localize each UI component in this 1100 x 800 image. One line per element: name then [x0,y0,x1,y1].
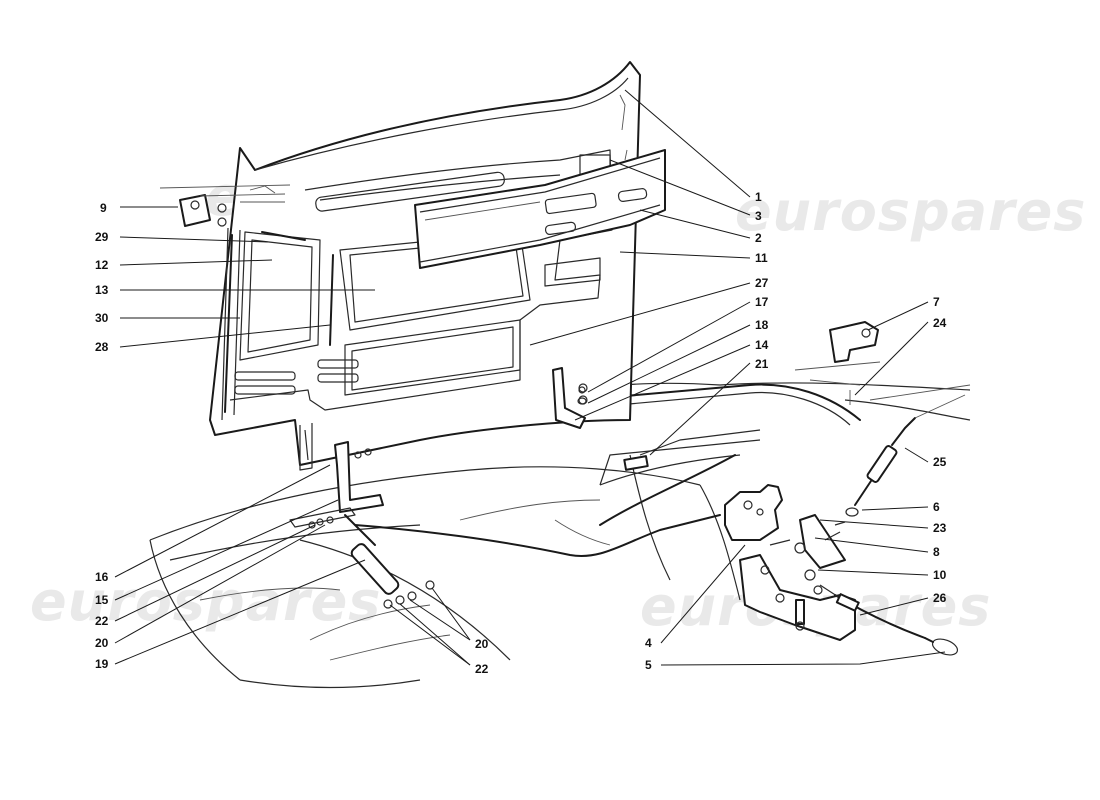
nut-17 [578,386,586,394]
label-6: 6 [933,500,940,514]
hood-cable [354,514,721,557]
label-11: 11 [755,251,768,265]
label-19: 19 [95,657,109,671]
label-22b: 22 [475,662,489,676]
label-23: 23 [933,521,947,535]
label-20b: 20 [475,637,489,651]
seal-strip-30 [224,234,233,413]
label-30: 30 [95,311,109,325]
label-24: 24 [933,316,947,330]
hinge-left [289,441,384,528]
striker-plate-21 [623,455,649,471]
label-27: 27 [755,276,769,290]
label-10: 10 [933,568,947,582]
release-cable-25 [845,394,966,517]
watermark-bottom-left: eurospares [30,570,381,633]
label-12: 12 [95,258,109,272]
label-26: 26 [933,591,947,605]
label-3: 3 [755,209,762,223]
seal-strip-28 [329,254,334,346]
leader-lines [114,89,946,666]
label-1: 1 [755,190,762,204]
latch-4 [724,484,783,541]
bracket-7 [794,321,971,405]
lock-bracket [739,514,856,641]
hinge-assembly-9 [159,184,291,227]
cable-guide [599,454,736,526]
washer-18 [577,397,587,405]
label-25: 25 [933,455,947,469]
label-22a: 22 [95,614,109,628]
part-number-labels: 1 3 2 11 27 17 18 14 21 7 24 25 6 23 8 1… [95,190,947,676]
label-4: 4 [645,636,652,650]
label-18: 18 [755,318,769,332]
label-16: 16 [95,570,109,584]
watermark-top-right: eurospares [735,180,1086,243]
label-5: 5 [645,658,652,672]
label-8: 8 [933,545,940,559]
car-front-body [149,382,971,689]
label-29: 29 [95,230,109,244]
label-13: 13 [95,283,109,297]
insulation-panel-11 [414,149,666,269]
label-7: 7 [933,295,940,309]
label-9: 9 [100,201,107,215]
release-cable-26 [819,584,959,656]
label-2: 2 [755,231,762,245]
label-15: 15 [95,593,109,607]
label-28: 28 [95,340,109,354]
label-17: 17 [755,295,769,309]
seal-29 [261,231,306,241]
label-21: 21 [755,357,769,371]
hood-seal-strip [579,383,861,421]
label-14: 14 [755,338,769,352]
label-20a: 20 [95,636,109,650]
